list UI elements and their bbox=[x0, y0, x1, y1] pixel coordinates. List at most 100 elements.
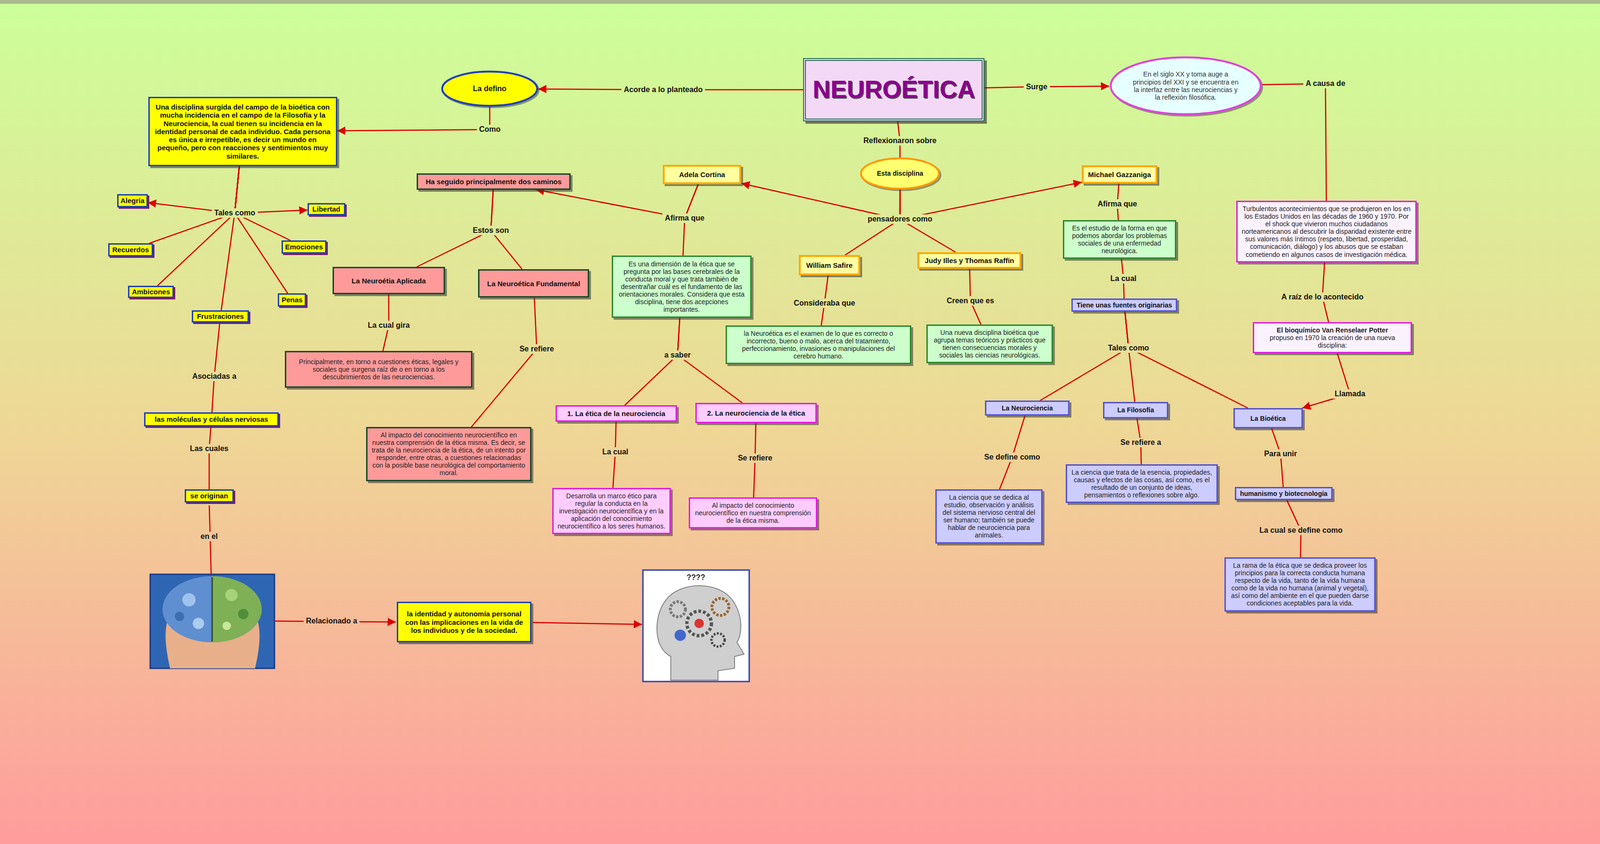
node-text: Adela Cortina bbox=[678, 170, 726, 179]
heading-box: La Neuroétia Aplicada bbox=[332, 266, 445, 295]
concept-tag: las moléculas y células nerviosas bbox=[144, 412, 279, 427]
heading-box: humanismo y biotecnología bbox=[1234, 487, 1333, 501]
heading-box: Tiene unas fuentes originarias bbox=[1071, 298, 1178, 312]
node-text: La Neuroétia Aplicada bbox=[351, 276, 426, 285]
author-box: Adela Cortina bbox=[662, 164, 742, 185]
edge-label: Reflexionaron sobre bbox=[861, 136, 940, 146]
link-label: en el bbox=[198, 531, 221, 542]
text-box: Es una dimensión de la ética que se preg… bbox=[611, 255, 752, 318]
connector bbox=[1124, 311, 1248, 409]
edge-label: La cual bbox=[599, 447, 631, 457]
node-text: Al impacto del conocimiento neurocientíf… bbox=[371, 431, 527, 478]
edge-label: Tales como bbox=[1105, 343, 1152, 353]
concept-tag: se originan bbox=[184, 489, 234, 503]
text-box: Desarrolla un marco ético para regular l… bbox=[552, 487, 671, 535]
edge-label: Como bbox=[476, 124, 503, 135]
node-text: La Neurociencia bbox=[1001, 404, 1053, 412]
edge-label: A raíz de lo acontecido bbox=[1279, 292, 1367, 302]
connector bbox=[741, 183, 900, 220]
edge-label: Consideraba que bbox=[791, 298, 858, 309]
author-box: William Safire bbox=[798, 255, 861, 276]
concept-tag: Ambicones bbox=[128, 285, 174, 299]
connector bbox=[1040, 311, 1129, 401]
connector bbox=[221, 166, 240, 311]
node-text: La ciencia que trata de la esencia, prop… bbox=[1070, 468, 1213, 499]
text-box: Es el estudio de la forma en que podemos… bbox=[1062, 220, 1177, 259]
heading-box: La Filosofía bbox=[1103, 402, 1169, 419]
node-text: El bioquímico Van Renselaer Potter bbox=[1276, 326, 1389, 334]
edge-label: Estos son bbox=[470, 225, 512, 236]
node-text: 2. La neurociencia de la ética bbox=[707, 409, 806, 418]
connector bbox=[149, 166, 240, 244]
text-box: Una nueva disciplina bioética que agrupa… bbox=[926, 324, 1053, 364]
node-text: Emociones bbox=[285, 242, 324, 251]
edge-label: Tales como bbox=[211, 208, 258, 218]
node-text: La defino bbox=[472, 84, 507, 94]
connector bbox=[212, 322, 221, 413]
concept-tag: Libertad bbox=[307, 203, 346, 216]
edge-label: Afirma que bbox=[1095, 199, 1140, 209]
node-text: La Neuroética Fundamental bbox=[487, 279, 581, 288]
oval-node: En el siglo XX y toma auge a principios … bbox=[1109, 56, 1263, 116]
concept-tag: Emociones bbox=[281, 240, 327, 254]
edge-label: Creen que es bbox=[944, 296, 997, 306]
connector bbox=[147, 166, 240, 214]
heading-box: La Neurociencia bbox=[984, 400, 1070, 416]
text-box: Al impacto del conocimiento neurocientíf… bbox=[366, 427, 532, 482]
edge-label: La cual gira bbox=[365, 320, 412, 331]
node-text: se originan bbox=[190, 491, 229, 500]
concept-box: la identidad y autonomía personal con la… bbox=[396, 601, 532, 643]
heading-box: Ha seguido principalmente dos caminos bbox=[416, 173, 571, 190]
node-text: Una disciplina surgida del campo de la b… bbox=[153, 102, 333, 161]
node-text: Una nueva disciplina bioética que agrupa… bbox=[931, 328, 1048, 360]
oval-node: Esta disciplina bbox=[860, 157, 940, 190]
head-gears-picture bbox=[642, 570, 750, 682]
text-box: La ciencia que se dedica al estudio, obs… bbox=[935, 489, 1043, 544]
edge-label: a saber bbox=[661, 350, 694, 360]
brain-picture bbox=[150, 574, 275, 669]
node-text: Es una dimensión de la ética que se preg… bbox=[616, 260, 747, 314]
node-text: La ciencia que se dedica al estudio, obs… bbox=[940, 493, 1038, 540]
edge-label: Se refiere a bbox=[1118, 437, 1164, 448]
text-box: Principalmente, en torno a cuestiones ét… bbox=[284, 350, 473, 388]
title-box: NEUROÉTICA bbox=[803, 58, 985, 122]
node-text: las moléculas y células nerviosas bbox=[154, 415, 268, 424]
text-box: la Neuroética es el examen de lo que es … bbox=[725, 325, 912, 365]
node-text: Judy Illes y Thomas Raffin bbox=[924, 256, 1015, 265]
edge-label: Para unir bbox=[1261, 449, 1300, 459]
connector bbox=[1262, 83, 1327, 201]
node-text: Tiene unas fuentes originarias bbox=[1076, 301, 1173, 309]
edge-label: Llamada bbox=[1332, 389, 1368, 399]
node-text: Frustraciones bbox=[196, 312, 244, 321]
edge-label: Se refiere bbox=[735, 453, 775, 463]
edge-label: Asociadas a bbox=[189, 371, 239, 382]
node-text: Desarrolla un marco ético para regular l… bbox=[557, 492, 666, 531]
concept-tag: Penas bbox=[277, 293, 307, 307]
node-text: La Bioética bbox=[1250, 414, 1286, 423]
edge-label: La cual se define como bbox=[1257, 525, 1345, 536]
node-text: Al impacto del conocimiento neurocientíf… bbox=[693, 501, 813, 525]
node-text: Ambicones bbox=[131, 287, 171, 296]
node-text: NEUROÉTICA bbox=[812, 75, 976, 104]
picture-caption: ???? bbox=[684, 573, 708, 583]
concept-tag: Recuerdos bbox=[108, 243, 154, 257]
node-text: Turbulentos acontecimientos que se produ… bbox=[1241, 205, 1412, 259]
node-text: la identidad y autonomía personal con la… bbox=[402, 609, 527, 635]
author-box: Michael Gazzaniga bbox=[1081, 165, 1158, 184]
node-text: Alegría bbox=[120, 196, 145, 205]
node-text: Libertad bbox=[312, 205, 341, 214]
connector bbox=[337, 106, 490, 131]
connector bbox=[1302, 353, 1351, 409]
heading-box: 2. La neurociencia de la ética bbox=[695, 402, 817, 424]
author-box: Judy Illes y Thomas Raffin bbox=[917, 252, 1022, 269]
node-text: Recuerdos bbox=[112, 245, 150, 254]
node-text: Esta disciplina bbox=[876, 169, 924, 178]
edge-label: A causa de bbox=[1303, 78, 1348, 89]
edge-label: Afirma que bbox=[662, 213, 708, 223]
connector bbox=[234, 166, 308, 214]
node-text: 1. La ética de la neurociencia bbox=[567, 409, 666, 418]
connector bbox=[899, 182, 1082, 220]
edge-label: pensadores como bbox=[865, 214, 935, 224]
node-text: Penas bbox=[281, 295, 303, 304]
